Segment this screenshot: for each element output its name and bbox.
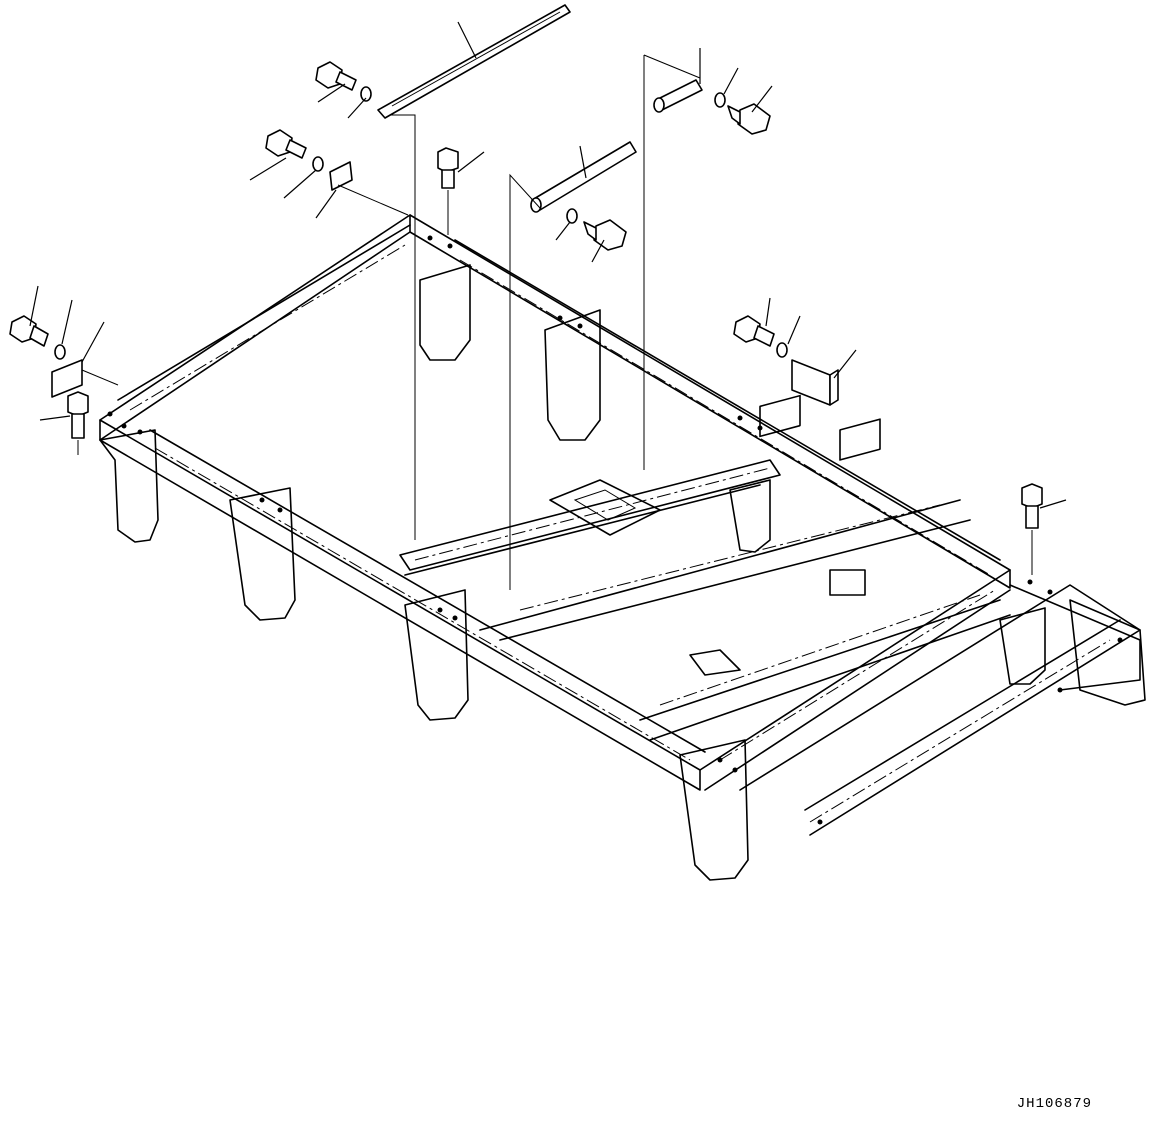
- main-frame: [99, 214, 1141, 836]
- washer-icon: [54, 344, 66, 360]
- washer-icon: [566, 208, 578, 224]
- angle-bracket-center: [530, 141, 637, 213]
- bolt-icon: [727, 103, 771, 135]
- washer-icon: [360, 86, 372, 102]
- exploded-parts: [9, 4, 1043, 529]
- bolt-icon: [265, 129, 307, 159]
- frame-legs: [99, 429, 1146, 881]
- washer-icon: [714, 92, 726, 108]
- bolt-icon: [67, 391, 89, 439]
- bolt-icon: [733, 315, 775, 347]
- drawing-id-label: JH106879: [1016, 1096, 1092, 1112]
- bolt-icon: [1021, 483, 1043, 529]
- bolt-icon: [437, 147, 459, 189]
- shim-plate-upper: [329, 161, 353, 191]
- bolt-holes: [107, 235, 1123, 825]
- washer-icon: [312, 156, 324, 172]
- cover-plate-right: [791, 359, 839, 406]
- leader-lines: [29, 21, 1067, 509]
- bolt-icon: [583, 219, 627, 251]
- projection-lines: [77, 54, 1033, 590]
- bolt-icon: [9, 315, 49, 347]
- long-bar-top: [377, 4, 571, 119]
- washer-icon: [776, 342, 788, 358]
- short-bracket-right: [653, 79, 703, 113]
- shim-plate-left: [51, 359, 83, 398]
- bolt-icon: [315, 61, 357, 91]
